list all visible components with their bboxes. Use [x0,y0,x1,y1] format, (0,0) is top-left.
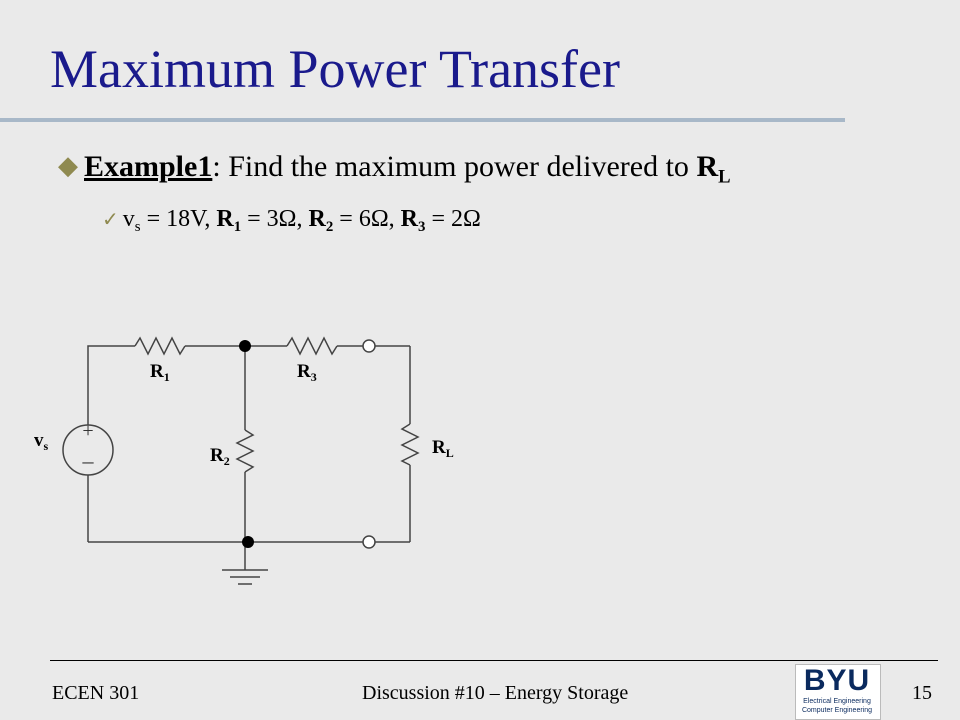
resistor-r3 [286,336,338,356]
checkmark-bullet-icon: ✓ [102,209,119,231]
terminal-bottom [362,535,376,549]
bullet-example: ◆Example1: Find the maximum power delive… [58,150,731,188]
label-rl: RL [432,437,454,460]
label-r1: R1 [150,361,170,384]
footer-rule [50,660,938,661]
example-text: Find the maximum power delivered to [220,150,697,183]
example-label: Example1 [84,150,213,183]
footer-discussion: Discussion #10 – Energy Storage [362,682,629,704]
node-top [239,340,251,352]
target-symbol: R [696,150,719,183]
vs-plus: + [82,420,93,442]
diamond-bullet-icon: ◆ [58,151,78,180]
footer-course: ECEN 301 [52,682,140,704]
resistor-r2 [235,429,255,473]
bullet-given-values: ✓vs = 18V, R1 = 3Ω, R2 = 6Ω, R3 = 2Ω [102,206,481,236]
resistor-r1 [134,336,186,356]
byu-logo-subtitle: Electrical Engineering Computer Engineer… [800,697,874,715]
vs-minus: – [82,448,95,473]
byu-logo-text: BYU [800,666,874,696]
page-number: 15 [912,682,932,704]
label-r2: R2 [210,445,230,468]
wire-top-left [87,345,135,425]
voltage-source [62,424,114,476]
label-vs: vs [34,430,49,453]
title-underline [0,118,845,122]
slide-title: Maximum Power Transfer [50,39,620,99]
label-r3: R3 [297,361,317,384]
byu-logo: BYU Electrical Engineering Computer Engi… [795,664,881,720]
terminal-top [362,339,376,353]
resistor-rl [400,423,420,466]
node-bottom [242,536,254,548]
